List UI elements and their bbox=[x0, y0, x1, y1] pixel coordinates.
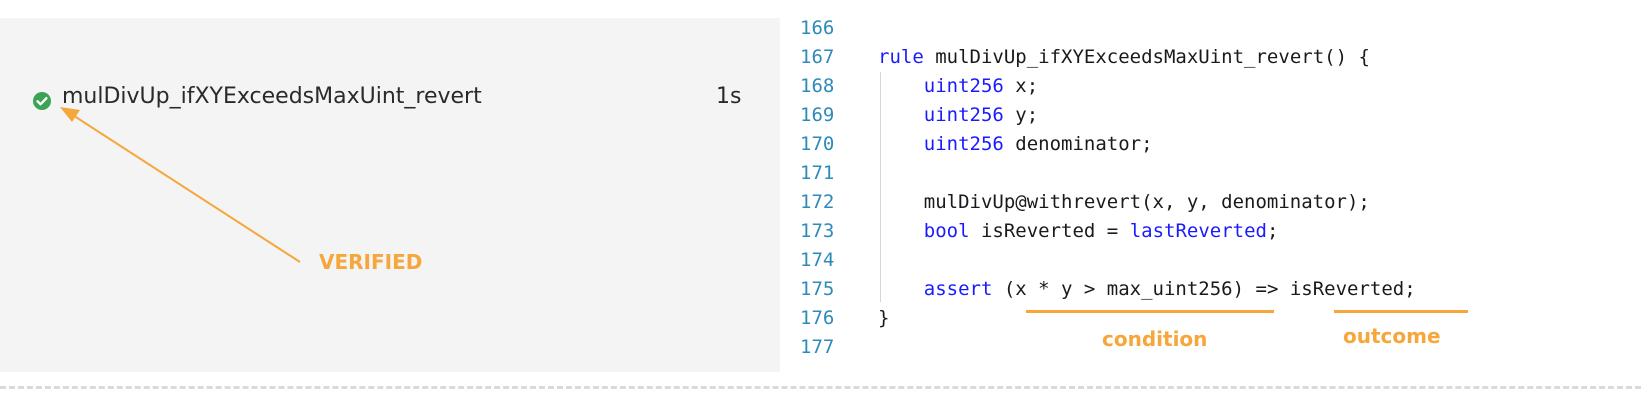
line-number: 171 bbox=[800, 162, 835, 184]
line-number: 176 bbox=[800, 307, 835, 329]
code-text: } bbox=[878, 307, 889, 329]
line-number: 172 bbox=[800, 191, 835, 213]
condition-underline bbox=[1026, 310, 1274, 313]
code-text: bool isReverted = lastReverted; bbox=[878, 220, 1279, 242]
rule-name: mulDivUp_ifXYExceedsMaxUint_revert bbox=[62, 84, 482, 109]
dashed-divider bbox=[0, 386, 1641, 389]
condition-annotation: condition bbox=[1102, 327, 1208, 351]
code-line: 171 bbox=[800, 159, 1640, 188]
line-number: 169 bbox=[800, 104, 835, 126]
line-number: 174 bbox=[800, 249, 835, 271]
code-line: 176} bbox=[800, 304, 1640, 333]
outcome-annotation: outcome bbox=[1343, 324, 1441, 348]
code-keyword: uint256 bbox=[923, 133, 1004, 155]
outcome-underline bbox=[1334, 310, 1468, 313]
code-token: x; bbox=[1003, 75, 1039, 97]
rule-duration: 1s bbox=[716, 84, 742, 109]
code-keyword: uint256 bbox=[923, 104, 1004, 126]
code-line: 167 rule mulDivUp_ifXYExceedsMaxUint_reve… bbox=[800, 43, 1640, 72]
code-token bbox=[878, 133, 924, 155]
code-line: 175 assert (x * y > max_uint256) => isRe… bbox=[800, 275, 1640, 304]
code-line: 177 bbox=[800, 333, 1640, 362]
code-line: 172 mulDivUp@withrevert(x, y, denominato… bbox=[800, 188, 1640, 217]
code-token: ; bbox=[1266, 220, 1279, 242]
code-keyword: assert bbox=[923, 278, 993, 300]
code-keyword: bool bbox=[923, 220, 970, 242]
verified-annotation: VERIFIED bbox=[319, 250, 423, 274]
annotation-arrow bbox=[60, 107, 301, 263]
indent-guide bbox=[880, 72, 881, 302]
code-token bbox=[878, 104, 924, 126]
code-token: isReverted = bbox=[969, 220, 1130, 242]
rule-results-panel: mulDivUp_ifXYExceedsMaxUint_revert 1s bbox=[0, 18, 780, 372]
code-keyword: lastReverted bbox=[1129, 220, 1267, 242]
code-line: 173 bool isReverted = lastReverted; bbox=[800, 217, 1640, 246]
code-token: denominator; bbox=[1003, 133, 1153, 155]
line-number: 166 bbox=[800, 17, 835, 39]
code-line: 166 bbox=[800, 14, 1640, 43]
code-token: y; bbox=[1003, 104, 1039, 126]
code-token: mulDivUp@withrevert(x, y, denominator); bbox=[878, 191, 1370, 213]
code-editor: 166 167 rule mulDivUp_ifXYExceedsMaxUint_r… bbox=[800, 0, 1640, 372]
code-text: uint256 x; bbox=[878, 75, 1038, 97]
code-keyword: uint256 bbox=[923, 75, 1004, 97]
check-circle-icon bbox=[33, 92, 51, 110]
line-number: 175 bbox=[800, 278, 835, 300]
code-text: assert (x * y > max_uint256) => isRevert… bbox=[878, 278, 1416, 300]
code-line: 170 uint256 denominator; bbox=[800, 130, 1640, 159]
code-token bbox=[878, 220, 924, 242]
code-keyword: rule bbox=[878, 46, 924, 68]
code-text: uint256 denominator; bbox=[878, 133, 1153, 155]
line-number: 177 bbox=[800, 336, 835, 358]
line-number: 170 bbox=[800, 133, 835, 155]
line-number: 167 bbox=[800, 46, 835, 68]
code-text: rule mulDivUp_ifXYExceedsMaxUint_revert(… bbox=[878, 46, 1370, 68]
code-token: mulDivUp_ifXYExceedsMaxUint_revert() { bbox=[923, 46, 1370, 68]
code-token: (x * y > max_uint256) => isReverted; bbox=[992, 278, 1416, 300]
code-text: mulDivUp@withrevert(x, y, denominator); bbox=[878, 191, 1370, 213]
line-number: 168 bbox=[800, 75, 835, 97]
code-line: 169 uint256 y; bbox=[800, 101, 1640, 130]
rule-result-row[interactable]: mulDivUp_ifXYExceedsMaxUint_revert 1s bbox=[32, 82, 752, 114]
code-text: uint256 y; bbox=[878, 104, 1038, 126]
code-token bbox=[878, 75, 924, 97]
code-line: 174 bbox=[800, 246, 1640, 275]
code-token bbox=[878, 278, 924, 300]
line-number: 173 bbox=[800, 220, 835, 242]
code-line: 168 uint256 x; bbox=[800, 72, 1640, 101]
code-token: } bbox=[878, 307, 890, 329]
